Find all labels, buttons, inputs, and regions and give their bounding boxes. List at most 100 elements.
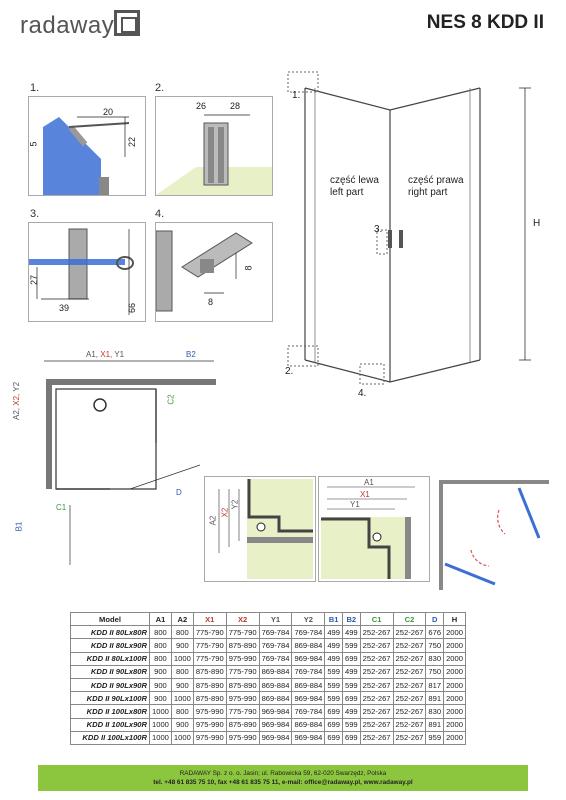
table-cell: 2000 (443, 664, 466, 679)
table-cell: 769-784 (258, 651, 293, 666)
table-cell-model: KDD II 100Lx90R (70, 717, 150, 732)
table-cell-model: KDD II 80Lx90R (70, 638, 150, 653)
table-cell: 599 (324, 691, 343, 706)
table-cell: 252-267 (392, 664, 427, 679)
table-cell: 750 (425, 664, 445, 679)
right-part-pl: część prawa (408, 175, 464, 186)
table-cell: 800 (149, 625, 172, 640)
table-cell: 775-790 (225, 625, 260, 640)
table-cell-model: KDD II 90Lx80R (70, 664, 150, 679)
table-cell: 869-884 (291, 677, 326, 693)
table-cell: 699 (324, 717, 343, 732)
section-right-y1: Y1 (350, 500, 360, 509)
table-cell: 869-884 (258, 664, 293, 679)
table-cell: 2000 (443, 730, 466, 745)
table-cell-model: KDD II 100Lx100R (70, 730, 150, 745)
table-cell: 676 (425, 625, 445, 640)
table-cell: 769-784 (291, 704, 326, 719)
detail-1-dim-c: 22 (127, 136, 138, 148)
table-cell: 252-267 (359, 625, 394, 640)
plan-c2-label: C2 (166, 394, 176, 405)
table-cell-model: KDD II 90Lx90R (70, 677, 150, 693)
table-cell: 900 (149, 664, 172, 679)
table-cell: 800 (170, 664, 194, 679)
table-cell: 869-884 (258, 677, 293, 693)
table-cell: 800 (149, 638, 172, 653)
table-cell: 869-884 (291, 638, 326, 653)
table-cell: 2000 (443, 651, 466, 666)
table-cell: 830 (425, 704, 445, 719)
table-cell: 2000 (443, 638, 466, 653)
table-cell: 252-267 (359, 717, 394, 732)
table-cell: 750 (425, 638, 445, 653)
section-left-y2: Y2 (230, 499, 240, 510)
table-cell: 2000 (443, 625, 466, 640)
section-right-a1: A1 (364, 478, 374, 487)
plan-x1: X1, (100, 350, 115, 359)
table-cell: 599 (324, 664, 343, 679)
detail-3-dim-b: 39 (59, 303, 70, 313)
table-cell: 599 (341, 717, 361, 732)
section-right-svg (321, 486, 415, 579)
table-cell: 775-790 (192, 651, 227, 666)
detail-3-dim-a: 27 (29, 274, 40, 286)
table-cell: 969-984 (291, 651, 326, 666)
detail-2-dim-b: 28 (230, 101, 241, 111)
callout-1: 1. (292, 90, 301, 101)
table-cell: 875-890 (192, 691, 227, 706)
table-cell: 252-267 (392, 691, 427, 706)
detail-1-drawing: 20 5 22 (28, 96, 146, 196)
col-x1: X1 (192, 611, 227, 627)
table-cell: 775-790 (225, 704, 260, 719)
table-cell: 252-267 (359, 691, 394, 706)
table-cell: 969-984 (258, 717, 293, 732)
table-cell: 830 (425, 651, 445, 666)
table-cell: 969-984 (291, 691, 326, 706)
detail-1-dim-b: 5 (28, 141, 39, 147)
table-cell: 252-267 (392, 704, 427, 719)
table-cell: 499 (341, 704, 361, 719)
col-b1: B1 (324, 611, 343, 627)
table-cell: 252-267 (392, 677, 427, 693)
table-cell: 900 (170, 717, 194, 732)
detail-2-svg (156, 114, 272, 195)
plan-b1-label: B1 (14, 521, 24, 532)
left-part-label: część lewa left part (330, 175, 379, 199)
spec-table-header: Model A1 A2 X1 X2 Y1 Y2 B1 B2 C1 C2 D H (70, 611, 466, 627)
table-cell: 1000 (149, 717, 172, 732)
detail-4-number: 4. (155, 208, 165, 220)
table-cell: 599 (341, 677, 361, 693)
table-cell: 252-267 (392, 717, 427, 732)
table-cell: 1000 (170, 730, 194, 745)
product-title: NES 8 KDD II (426, 12, 544, 33)
table-cell: 599 (324, 677, 343, 693)
col-x2: X2 (225, 611, 260, 627)
table-cell: 2000 (443, 704, 466, 719)
table-cell: 699 (324, 730, 343, 745)
table-cell: 252-267 (392, 625, 427, 640)
table-cell: 599 (341, 638, 361, 653)
table-cell: 699 (341, 730, 361, 745)
footer-contact: tel. +48 61 835 75 10, fax +48 61 835 75… (153, 779, 413, 786)
col-a2: A2 (170, 611, 194, 627)
table-cell: 800 (170, 704, 194, 719)
table-cell: 699 (341, 651, 361, 666)
table-cell: 769-784 (291, 664, 326, 679)
detail-3-drawing: 27 39 66 (28, 222, 146, 322)
brand-logo-text: radaway (20, 12, 115, 39)
height-label: H (533, 218, 541, 229)
table-cell: 800 (170, 625, 194, 640)
plan-y1: Y1 (114, 350, 125, 359)
col-y2: Y2 (291, 611, 326, 627)
detail-2-drawing: 26 28 (155, 96, 273, 196)
detail-3-svg (29, 228, 134, 315)
table-cell: 775-790 (192, 638, 227, 653)
